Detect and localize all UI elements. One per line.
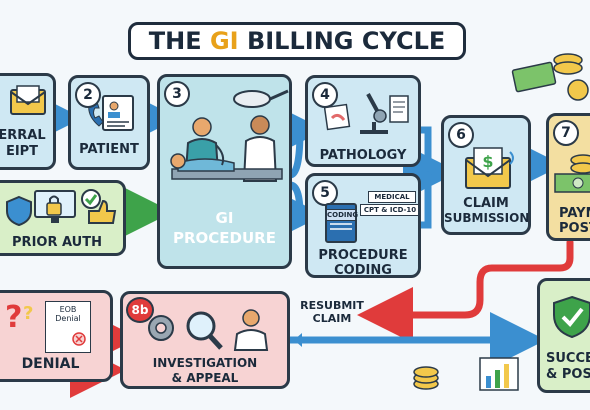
step-payment-posting: 7 PAYM POST [546,113,590,241]
step-denial: ? ? EOB Denial DENIAL [0,290,113,382]
success-check-icon [553,295,590,339]
x-mark-icon [72,332,86,346]
step-patient: 2 PATIENT [68,75,150,170]
step-number-badge: 2 [75,82,101,108]
step-claim-submission: 6 $ CLAIM SUBMISSION [441,115,531,235]
step-referral-label-2: EIPT [5,144,39,159]
resubmit-line-2: CLAIM [312,312,352,325]
step-appeal-label-1: INVESTIGATION [152,356,258,370]
cpt-icd-tag: CPT & ICD-10 [360,204,418,216]
step-payment-label-2: POST [559,221,590,236]
step-number-badge: 4 [312,82,338,108]
title-highlight: GI [209,27,239,55]
step-number-badge: 3 [164,81,190,107]
bar-chart-decoration [479,357,519,391]
step-claim-label-2: SUBMISSION [444,211,530,225]
title-suffix: BILLING CYCLE [238,27,446,55]
monitor-lock-icon [34,190,76,223]
medical-tag: MEDICAL [368,191,416,203]
step-gi-label-1: GI [215,209,234,227]
step-investigation-appeal: 8b INVESTIGATION & APPEAL [120,291,290,389]
step-claim-label-1: CLAIM [463,196,509,211]
title-prefix: THE [148,27,210,55]
shield-icon [6,195,32,227]
step-appeal-label-2: & APPEAL [171,371,239,385]
step-pathology-label: PATHOLOGY [319,148,407,163]
step-success-label-1: SUCCE [546,351,590,366]
step-number-badge: 8b [126,297,154,323]
step-gi-label-2: PROCEDURE [173,229,276,247]
step-number-badge: 5 [312,180,338,206]
step-prior-auth: PRIOR AUTH [0,180,126,256]
microscope-icon [324,93,409,134]
page-title: THE GI BILLING CYCLE [128,22,466,60]
coding-book-tag: CODING [326,209,359,221]
svg-text:?: ? [5,300,22,335]
procedure-scene-illustration [170,89,289,182]
eob-label: EOB [59,305,77,314]
envelope-icon [10,85,46,115]
denial-doc-label: Denial [55,314,81,323]
coins-decoration [413,366,439,390]
resubmit-line-1: RESUBMIT [300,299,364,312]
step-prior-auth-label: PRIOR AUTH [12,235,102,250]
svg-text:?: ? [23,303,33,324]
step-denial-label: DENIAL [21,356,80,372]
step-referral-receipt: ERRAL EIPT [0,73,56,170]
step-referral-label-1: ERRAL [0,128,46,143]
svg-text:$: $ [482,152,493,171]
money-coins-decoration [511,53,589,101]
money-stack-icon [554,154,590,193]
step-number-badge: 6 [448,122,474,148]
step-success-posting: SUCCE & POS [537,278,590,393]
step-coding-label-1: PROCEDURE [318,248,408,263]
step-number-badge: 7 [553,120,579,146]
step-patient-label: PATIENT [79,142,139,157]
eob-denial-document: EOB Denial [45,301,91,353]
claim-envelope-icon: $ [465,147,514,189]
step-success-label-2: & POS [546,367,590,382]
question-marks-icon: ? ? [5,300,33,335]
resubmit-claim-label: RESUBMIT CLAIM [292,299,372,325]
step-procedure-coding: 5 CODING MEDICAL CPT & ICD-10 PROCEDURE … [305,173,421,278]
gear-magnifier-doctor-icon [148,309,269,351]
approved-check-icon [81,189,117,224]
step-coding-label-2: CODING [334,263,392,278]
step-gi-procedure: 3 GI PROCEDURE [157,74,292,269]
clipboard-phone-icon [88,95,134,131]
step-payment-label-1: PAYM [559,206,590,221]
step-pathology: 4 PATHOLOGY [305,75,421,167]
